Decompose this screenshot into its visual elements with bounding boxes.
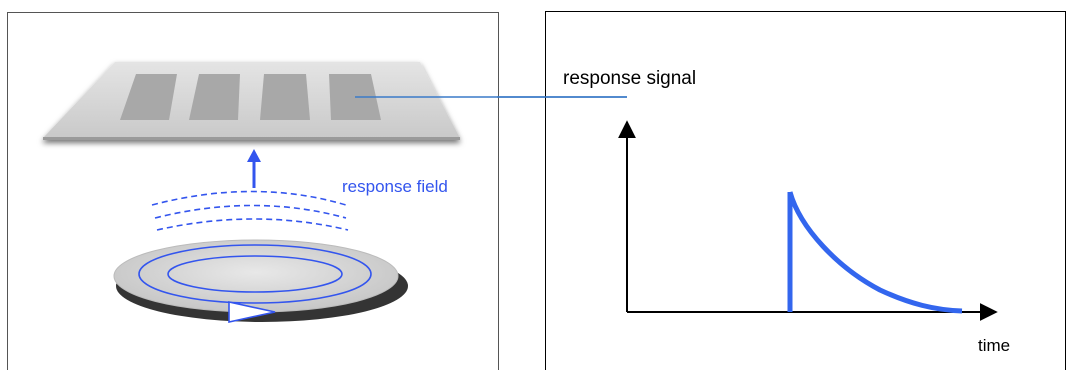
signal-axes (618, 120, 998, 321)
response-field-label: response field (342, 177, 448, 196)
sensor-pad (120, 74, 177, 120)
coil-direction-arrow (228, 301, 276, 323)
sensor-pad (260, 74, 310, 120)
time-axis-label: time (978, 336, 1010, 355)
response-signal-label: response signal (563, 68, 696, 89)
sensor-pads (120, 74, 381, 120)
response-signal-curve (787, 191, 963, 314)
sensor-plate (43, 62, 460, 140)
right-panel-frame (545, 11, 1066, 370)
coil-disc (113, 239, 399, 313)
sensor-pad (189, 74, 240, 120)
coil-loops (138, 244, 372, 304)
upward-arrow (247, 149, 261, 188)
field-lines (151, 190, 349, 231)
